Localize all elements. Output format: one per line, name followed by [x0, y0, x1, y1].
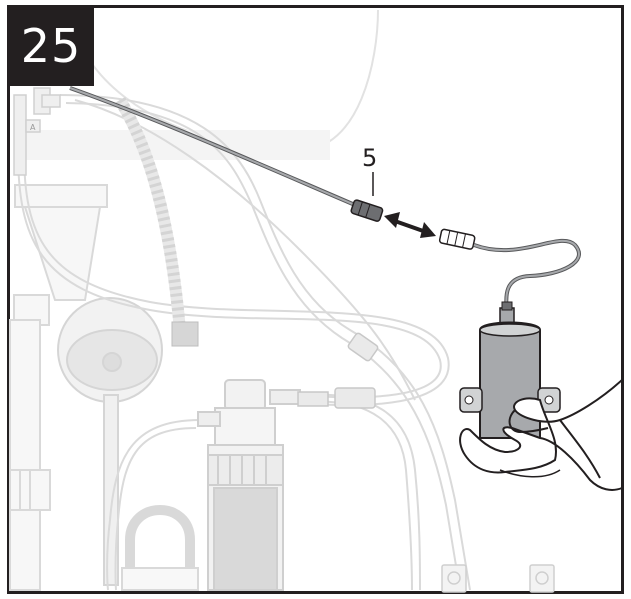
callout-number: 5	[362, 144, 377, 172]
inline-fittings	[298, 332, 379, 408]
sensor-cable-battery-side	[474, 241, 579, 312]
filter-cartridge	[198, 380, 300, 590]
cable-connector-right	[439, 229, 475, 250]
sink-basin-outline	[70, 10, 378, 150]
label-a: A	[30, 123, 36, 132]
filter-bracket	[122, 510, 198, 590]
mounting-plates	[442, 565, 554, 592]
step-number-badge: 25	[8, 6, 94, 86]
bidirectional-arrow-icon	[384, 212, 436, 238]
sink-basin-fill	[20, 130, 330, 160]
cable-connector-left	[350, 199, 383, 222]
